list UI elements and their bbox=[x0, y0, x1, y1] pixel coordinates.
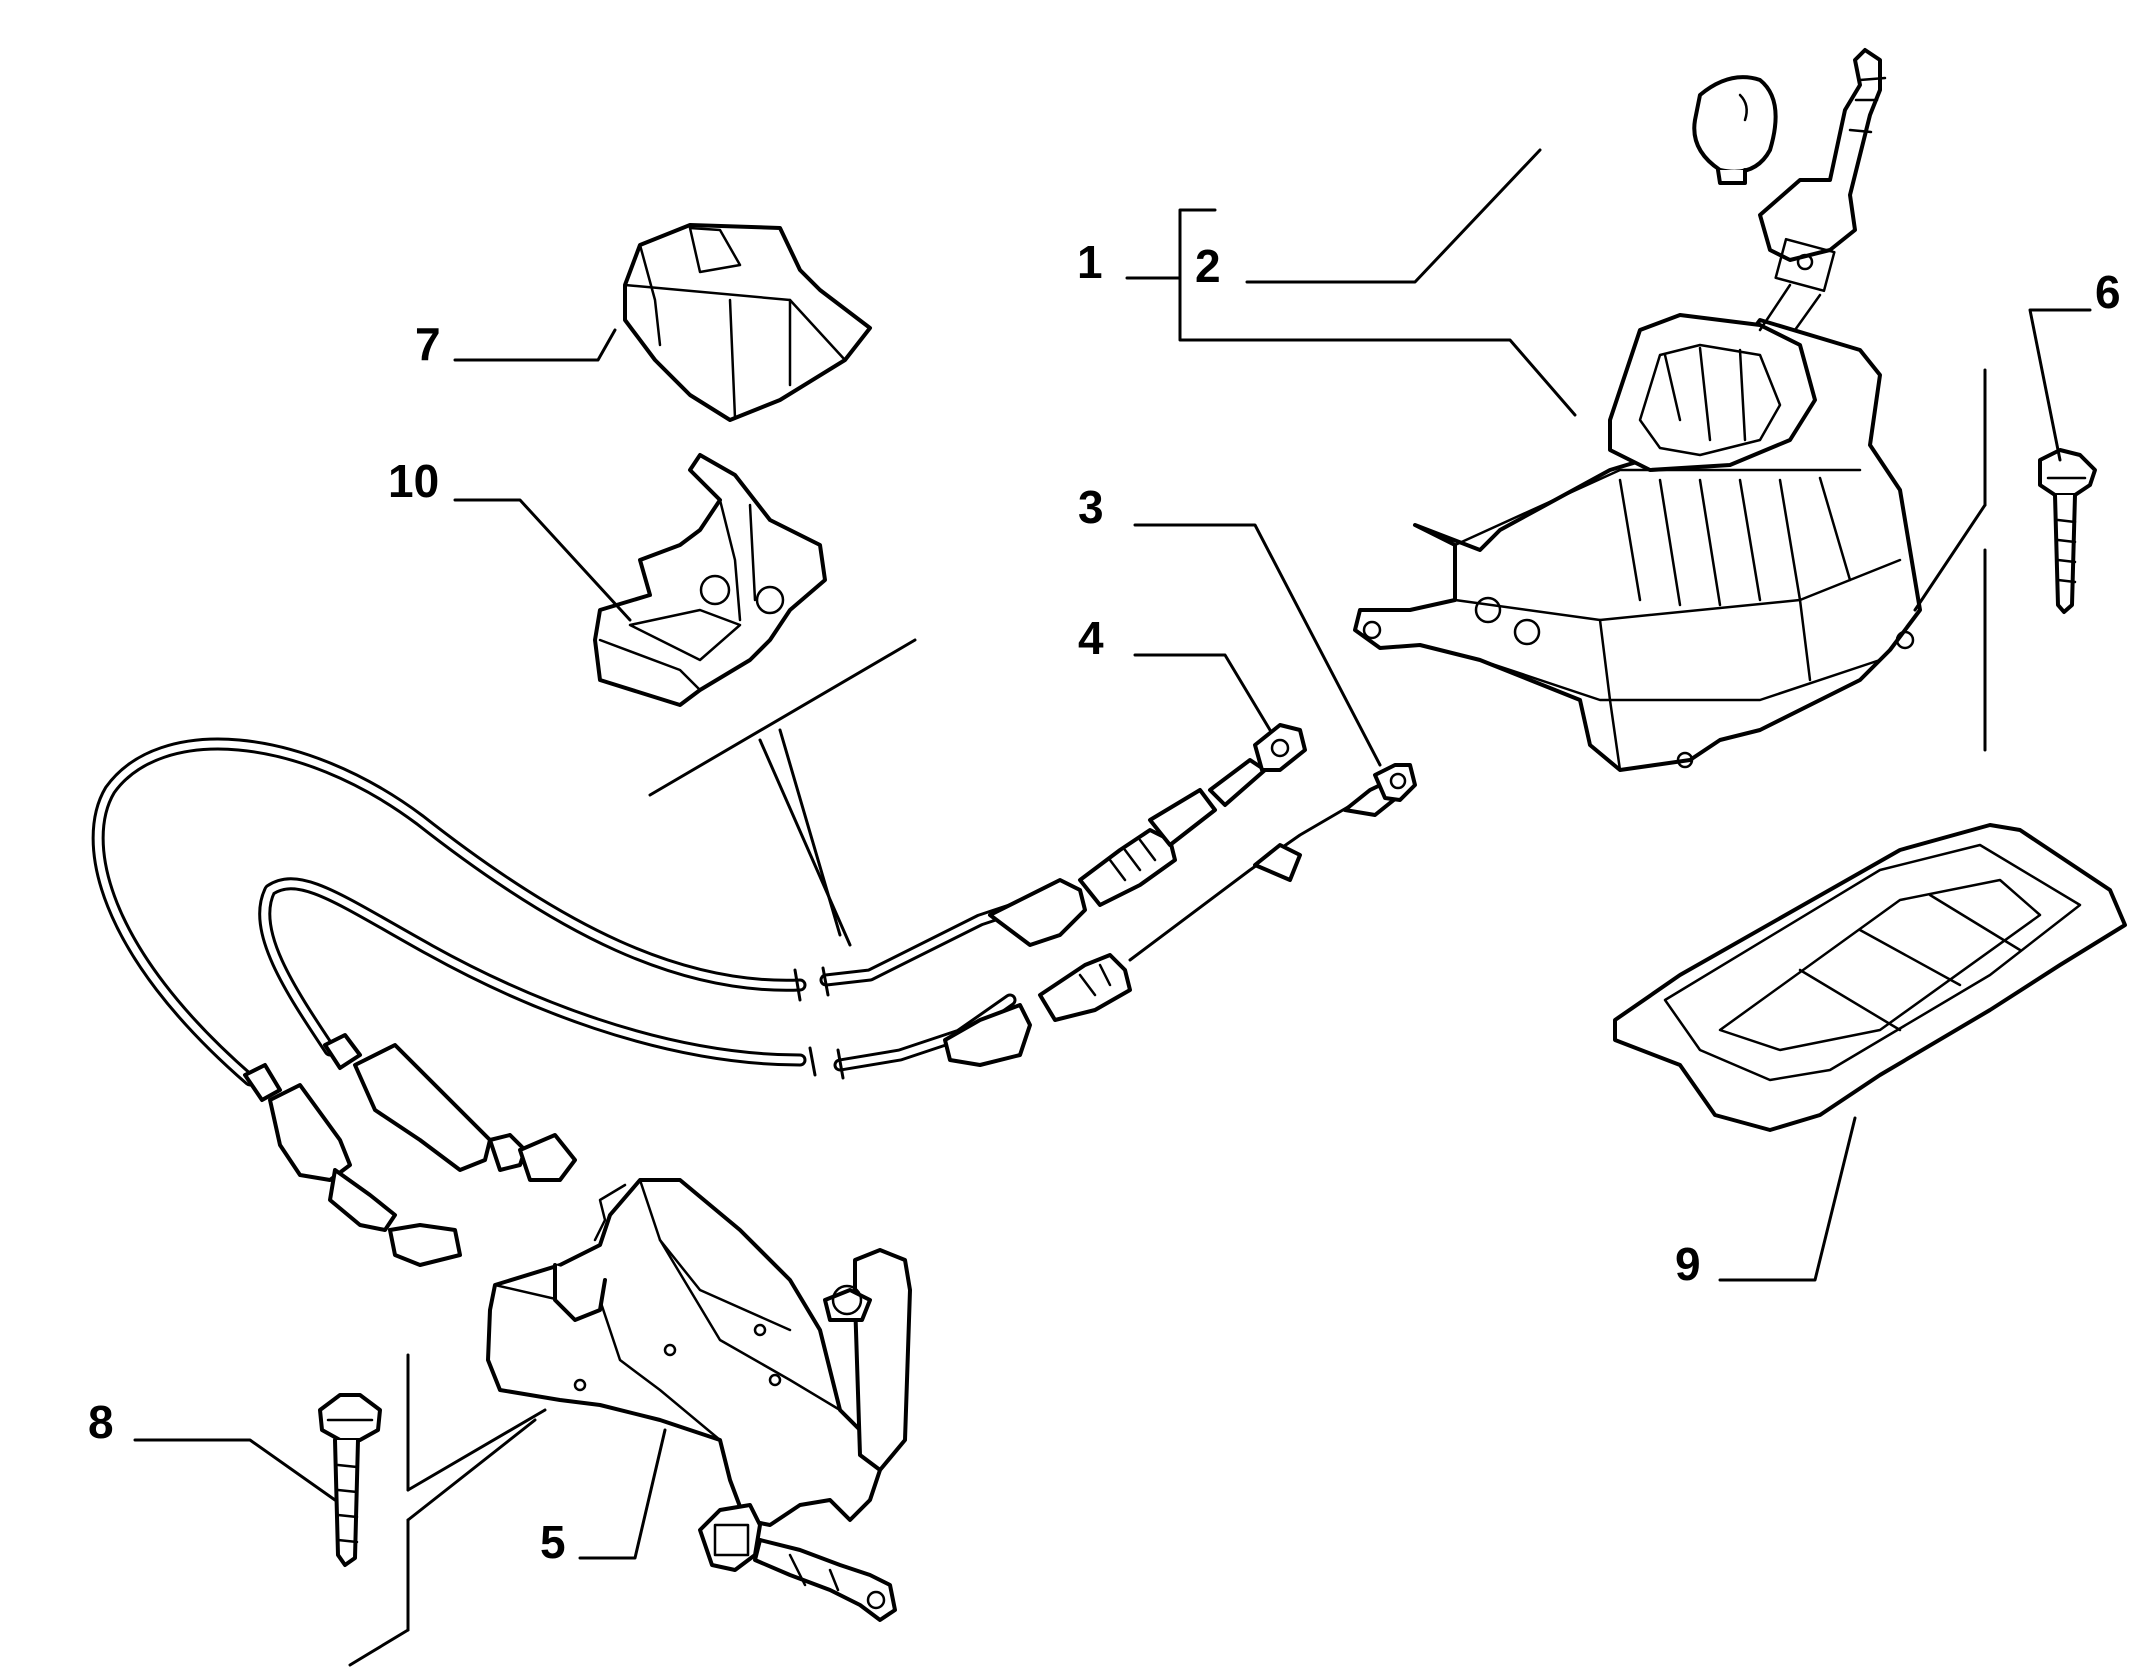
callout-labels: 1 2 3 4 5 6 7 8 9 10 bbox=[88, 236, 2121, 1568]
part-10-bracket[interactable] bbox=[593, 453, 827, 707]
part-6-bolt[interactable] bbox=[2038, 448, 2097, 614]
leader-lines bbox=[133, 148, 2092, 1667]
callout-9: 9 bbox=[1675, 1238, 1701, 1290]
callout-5: 5 bbox=[540, 1516, 566, 1568]
callout-6: 6 bbox=[2095, 266, 2121, 318]
part-2-gear-knob[interactable] bbox=[1692, 48, 1887, 332]
callout-2: 2 bbox=[1195, 240, 1221, 292]
callout-3: 3 bbox=[1078, 481, 1104, 533]
callout-8: 8 bbox=[88, 1396, 114, 1448]
callout-4: 4 bbox=[1078, 612, 1104, 664]
shift-cables[interactable] bbox=[91, 723, 1417, 1267]
part-1-gearshift-housing[interactable] bbox=[1353, 313, 1922, 772]
callout-7: 7 bbox=[415, 318, 441, 370]
callout-1: 1 bbox=[1077, 236, 1103, 288]
callout-10: 10 bbox=[388, 455, 439, 507]
part-8-bolt[interactable] bbox=[318, 1393, 382, 1567]
part-5-lever-bracket[interactable] bbox=[486, 1178, 912, 1622]
part-7-cover[interactable] bbox=[623, 223, 872, 422]
part-9-tray[interactable] bbox=[1613, 823, 2127, 1132]
